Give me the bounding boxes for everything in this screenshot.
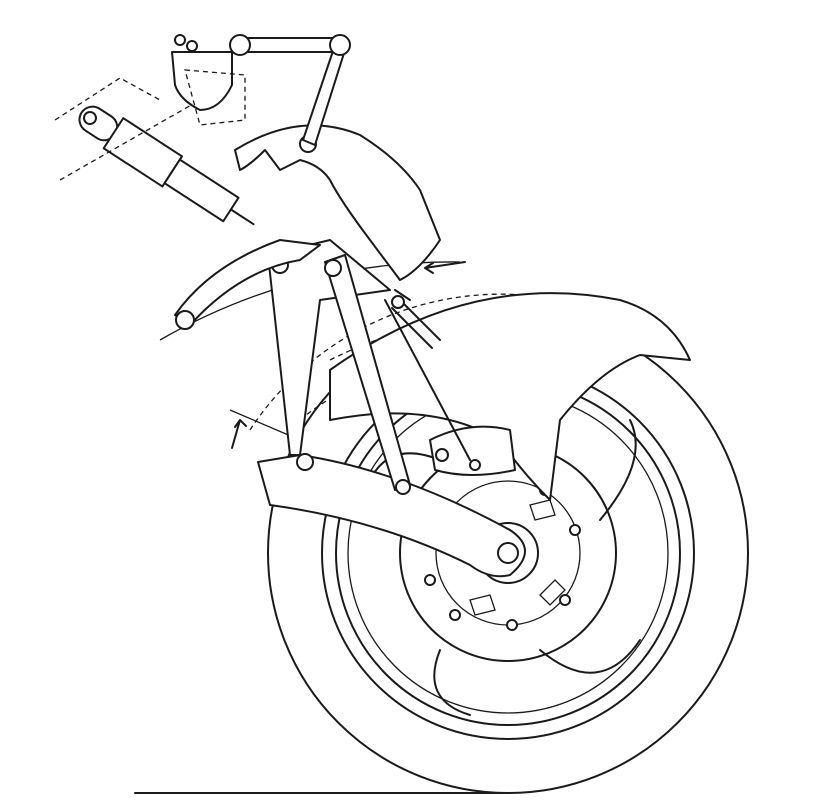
disc-slots [469,499,566,616]
front-fender [329,292,691,501]
steering-joint [391,295,405,309]
disc-bolts [424,484,581,631]
link-pivot-left [229,34,251,56]
steering-column [384,289,471,461]
steering-rod [391,299,441,349]
arrow-left [231,419,247,449]
caliper-bolt [469,459,481,471]
actuator-bolt-1 [174,34,186,46]
link-bottom-pivot [395,479,411,495]
actuator-bolt-2 [186,40,198,52]
travel-arc-outer [249,293,561,431]
arrow-top [424,261,466,274]
link-top-pivot [324,259,342,277]
shock-lower-mount [175,310,195,330]
link-pivot-right [329,34,351,56]
top-actuator [171,51,233,111]
frame-bracket [174,239,321,326]
caliper-piston [435,448,449,462]
swingarm-pivot [296,453,314,471]
upright [267,239,391,456]
shock-absorber [78,105,255,226]
top-link [239,37,341,53]
actuator-ghost [184,69,246,126]
main-frame [234,124,441,281]
brake-caliper [429,425,516,476]
spoke-1 [433,639,641,716]
axle [497,542,519,564]
